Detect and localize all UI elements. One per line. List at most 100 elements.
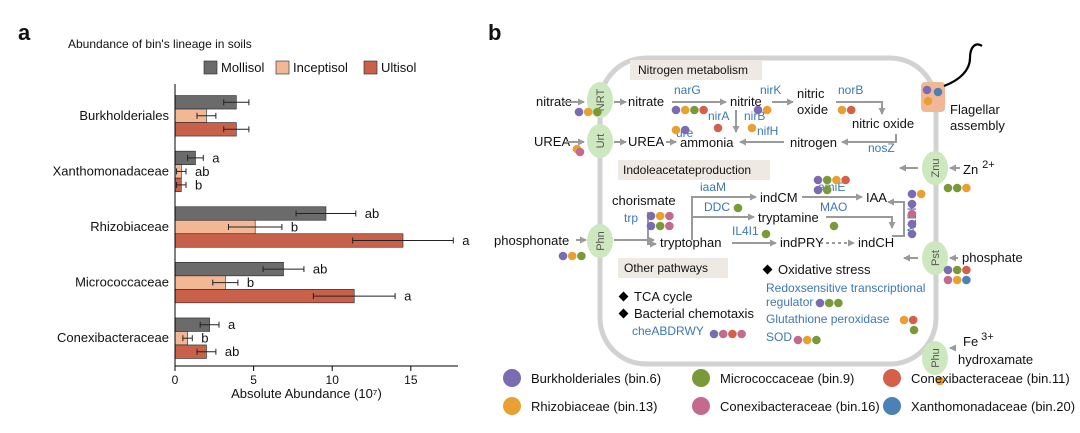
gene-trp: trp: [624, 211, 638, 225]
transporter-znu: Znu: [922, 151, 948, 185]
svg-text:Bacterial chemotaxis: Bacterial chemotaxis: [634, 306, 754, 321]
gene-redox-2: regulator: [766, 295, 813, 309]
bin-dot: [916, 189, 926, 199]
bin-dot: [908, 315, 918, 325]
legend-label: Rhizobiaceae (bin.13): [531, 399, 657, 414]
bin-dot: [822, 175, 832, 185]
bin-dot: [671, 105, 681, 115]
bin-dot: [655, 221, 665, 231]
svg-text:Phu: Phu: [930, 348, 942, 368]
legend-swatch: [203, 60, 218, 75]
indcm: indCM: [760, 190, 798, 205]
bin-dot: [690, 105, 699, 115]
x-tick-label: 15: [404, 373, 418, 387]
transporter-phu: Phu: [922, 341, 948, 375]
chart-heading: Abundance of bin's lineage in soils: [68, 37, 252, 51]
bin-dot: [747, 123, 757, 133]
nitrate-outside: nitrate: [536, 94, 572, 109]
legend-dot: [883, 397, 901, 415]
urea-outside: UREA: [534, 134, 570, 149]
legend-label: Xanthomonadaceae (bin.20): [911, 399, 1075, 414]
transporter-nrt: NRT: [587, 82, 613, 118]
bin-dot: [665, 221, 674, 231]
tryptamine: tryptamine: [758, 210, 819, 225]
bin-dot: [753, 105, 763, 115]
bin-dot: [841, 175, 850, 185]
bin-dot: [646, 221, 656, 231]
panel-a-letter: a: [18, 20, 31, 45]
gene-redox-1: Redoxsensitive transcriptional: [766, 281, 925, 295]
bin-dot: [646, 211, 656, 221]
svg-text:NRT: NRT: [595, 89, 607, 112]
x-tick-label: 10: [326, 373, 340, 387]
bin-dot: [962, 265, 971, 275]
flagellar-label-2: assembly: [950, 118, 1005, 133]
bin-dot: [812, 335, 821, 345]
bin-dot: [837, 105, 847, 115]
urea-inside: UREA: [628, 134, 664, 149]
bin-dot: [943, 275, 953, 285]
category-label: Burkholderiales: [79, 108, 169, 123]
nitric-oxide-b: nitric oxide: [852, 116, 914, 131]
bin-dot: [834, 298, 843, 308]
bin-dot: [952, 265, 962, 275]
panel-b-letter: b: [488, 20, 501, 45]
significance-label: b: [291, 220, 298, 235]
bin-dot: [671, 125, 681, 135]
legend-dot: [883, 369, 901, 387]
bar-chart: BurkholderialesXanthomonadaceaeaabbRhizo…: [53, 84, 470, 401]
bin-dot: [899, 315, 909, 325]
bin-dot: [935, 376, 945, 386]
legend-swatch: [275, 60, 290, 75]
bin-dot: [680, 125, 690, 135]
legend-dot: [692, 397, 710, 415]
legend-dot: [503, 397, 521, 415]
bin-dot: [713, 123, 723, 133]
phosphonate-outside: phosphonate: [494, 233, 569, 248]
bin-dot: [762, 105, 772, 115]
nitrite: nitrite: [730, 94, 762, 109]
bin-dot: [577, 251, 586, 261]
flagellum-line: [943, 43, 983, 88]
significance-label: ab: [365, 206, 379, 221]
bin-dot: [733, 203, 743, 213]
bin-dot: [813, 175, 823, 185]
bin-dot: [699, 105, 708, 115]
bin-dot: [574, 107, 584, 117]
bin-dot: [829, 221, 839, 231]
svg-text:Znu: Znu: [930, 159, 942, 178]
gene-iaaM: iaaM: [700, 180, 726, 194]
bin-dot: [846, 105, 856, 115]
bin-dot: [813, 185, 823, 195]
bin-dot: [761, 229, 771, 239]
bin-dot: [943, 265, 953, 275]
bin-dot: [680, 105, 690, 115]
legend-dot: [503, 369, 521, 387]
bin-dot: [793, 335, 803, 345]
bin-dots: [558, 85, 971, 386]
x-tick-label: 5: [250, 373, 257, 387]
gene-DDC: DDC: [704, 200, 730, 214]
significance-label: b: [247, 275, 254, 290]
indpry: indPRY: [780, 235, 824, 250]
significance-label: a: [462, 233, 470, 248]
bin-dot: [922, 85, 932, 95]
bullet-chemotaxis: Bacterial chemotaxis: [618, 306, 754, 321]
indch: indCH: [858, 235, 894, 250]
bin-dot: [655, 211, 665, 221]
significance-label: b: [201, 331, 208, 346]
hydroxamate: hydroxamate: [958, 352, 1033, 367]
bin-dot: [933, 87, 943, 97]
transporter-urt: Urt: [587, 124, 613, 158]
x-tick-label: 0: [172, 373, 179, 387]
category-label: Conexibacteraceae: [57, 330, 169, 345]
bin-dot: [709, 329, 719, 339]
bin-dot: [665, 211, 674, 221]
transporter-pst: Pst: [922, 241, 948, 275]
legend-label: Ultisol: [381, 60, 417, 75]
nitrogen-box: [630, 60, 762, 80]
gene-amiE: amiE: [818, 180, 845, 194]
